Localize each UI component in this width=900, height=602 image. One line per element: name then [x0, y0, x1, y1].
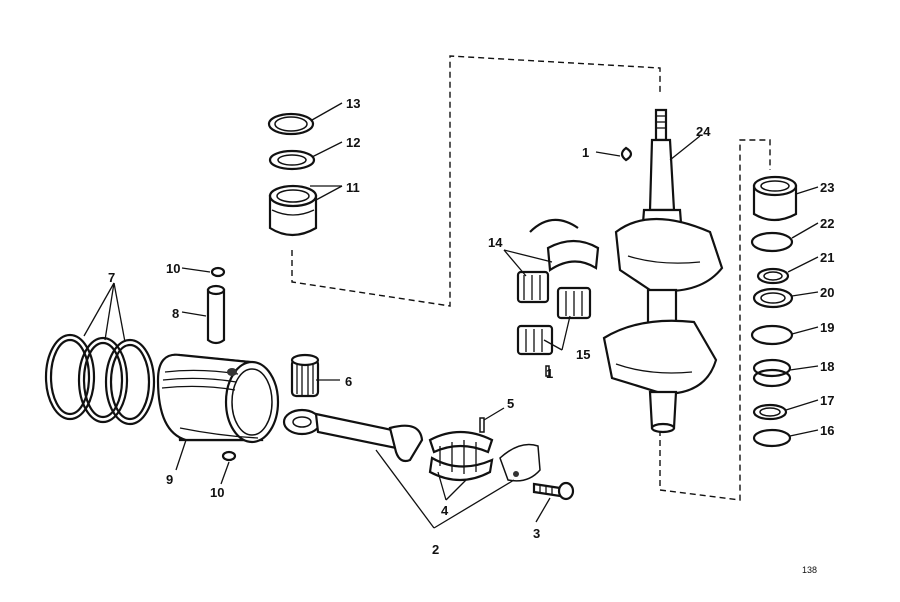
piston: [156, 353, 280, 444]
callout-16: 16: [820, 423, 834, 438]
dowel-pin: [479, 417, 485, 433]
callout-14: 14: [488, 235, 503, 250]
piston-rings: [44, 333, 156, 426]
upper-bearing-stack: [267, 112, 318, 237]
callout-22: 22: [820, 216, 834, 231]
crankshaft: [602, 108, 724, 434]
leader-lines: [83, 102, 819, 529]
callout-1-mid: 1: [546, 366, 553, 381]
callout-5: 5: [507, 396, 514, 411]
callout-labels: 13 12 11 10 8 7 6 9 10 2 4 3 5 14 15 1 1…: [108, 96, 834, 575]
callout-8: 8: [172, 306, 179, 321]
connecting-rod: [282, 408, 541, 482]
rod-needle-bearing: [428, 430, 494, 482]
assembly-guide-lines: [291, 55, 771, 501]
callout-4: 4: [441, 503, 449, 518]
callout-20: 20: [820, 285, 834, 300]
callout-10-bottom: 10: [210, 485, 224, 500]
callout-24: 24: [696, 124, 711, 139]
callout-23: 23: [820, 180, 834, 195]
rod-screw: [532, 481, 575, 501]
callout-2: 2: [432, 542, 439, 557]
callout-3: 3: [533, 526, 540, 541]
callout-19: 19: [820, 320, 834, 335]
figure-number: 138: [802, 565, 817, 575]
callout-11: 11: [346, 180, 360, 195]
callout-13: 13: [346, 96, 360, 111]
callout-1-top: 1: [582, 145, 589, 160]
wrist-pin: [206, 284, 226, 345]
callout-17: 17: [820, 393, 834, 408]
piston-pin-needle-bearing: [290, 353, 320, 398]
retaining-rings: [210, 266, 237, 462]
lower-bearing-stack: [750, 175, 798, 448]
callout-18: 18: [820, 359, 834, 374]
callout-9: 9: [166, 472, 173, 487]
callout-7: 7: [108, 270, 115, 285]
callout-6: 6: [345, 374, 352, 389]
callout-21: 21: [820, 250, 834, 265]
main-bearing-halves: [516, 218, 600, 377]
callout-12: 12: [346, 135, 360, 150]
callout-15: 15: [576, 347, 590, 362]
callout-10-top: 10: [166, 261, 180, 276]
